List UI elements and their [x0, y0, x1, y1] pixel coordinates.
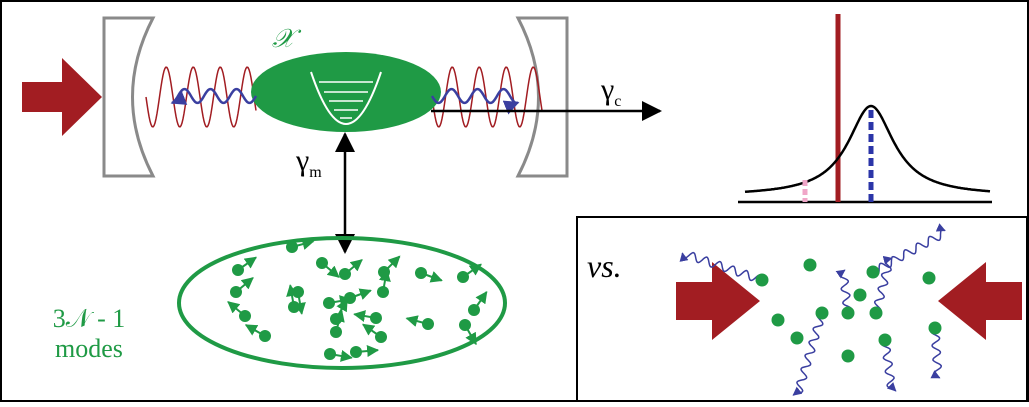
mode-particle — [375, 331, 387, 343]
mode-particle — [288, 301, 300, 313]
modes-count: 3𝒩 - 1 — [52, 304, 126, 333]
pump-arrow-icon — [22, 58, 102, 136]
gas-particle — [790, 331, 804, 345]
mode-particle — [292, 286, 304, 298]
mode-particle — [350, 346, 362, 358]
scattered-photons — [679, 223, 946, 396]
gas-particle — [841, 306, 855, 320]
cavity-wave-left — [145, 66, 257, 128]
mode-particle — [324, 348, 336, 360]
gas-particle — [815, 306, 829, 320]
vs-label: vs. — [587, 248, 622, 284]
scattered-photon-wave — [835, 269, 853, 314]
scattered-photon-wave — [679, 251, 763, 282]
mode-particle — [459, 319, 471, 331]
gas-particle — [866, 265, 880, 279]
modes-label: 3𝒩 - 1 modes — [14, 304, 164, 364]
scattered-photon-wave — [930, 327, 942, 379]
mode-particle — [239, 310, 251, 322]
mode-particle — [457, 271, 469, 283]
gas-particle — [803, 258, 817, 272]
gamma-c-label: γc — [601, 73, 622, 110]
mode-particle — [339, 268, 351, 280]
mode-particle — [330, 326, 342, 338]
energy-levels — [319, 81, 373, 119]
gas-particle — [928, 321, 942, 335]
gas-particle — [853, 288, 867, 302]
scattered-photon-wave — [792, 312, 824, 396]
mode-particle — [377, 286, 389, 298]
left-mirror-icon — [102, 16, 156, 178]
gamma-m-label: γm — [296, 144, 322, 181]
right-mirror-icon — [515, 16, 569, 178]
lorentzian-curve — [744, 104, 991, 194]
bath-modes-ellipse — [177, 236, 507, 370]
pump-arrow-left-icon — [676, 262, 760, 340]
cavity-wave-right — [431, 66, 543, 128]
mode-particle — [316, 257, 328, 269]
mode-particle — [232, 264, 244, 276]
mode-particle — [422, 318, 434, 330]
scatter-wave-right — [430, 87, 520, 115]
gas-particle — [922, 271, 936, 285]
gas-particles — [755, 258, 942, 363]
gas-particle — [878, 333, 892, 347]
mode-particle — [323, 297, 335, 309]
mode-particle — [370, 312, 382, 324]
mode-particle — [230, 286, 242, 298]
scattered-photon-wave — [880, 339, 897, 392]
gas-particle — [869, 306, 883, 320]
mode-particle — [378, 266, 390, 278]
pump-arrow-right-icon — [938, 262, 1022, 340]
bath-modes — [227, 238, 488, 362]
scattered-photon-wave — [873, 255, 893, 314]
parabola-icon — [310, 71, 382, 125]
chi-label: 𝒳 — [272, 24, 295, 53]
modes-word: modes — [55, 334, 123, 363]
gas-particle — [755, 273, 769, 287]
mode-particle — [415, 267, 427, 279]
gas-particle — [841, 349, 855, 363]
mode-particle — [468, 304, 480, 316]
gas-particle — [771, 313, 785, 327]
mode-particle — [259, 330, 271, 342]
mode-particle — [286, 241, 298, 253]
scatter-wave-left — [170, 87, 258, 105]
scattered-photon-wave — [872, 223, 946, 275]
